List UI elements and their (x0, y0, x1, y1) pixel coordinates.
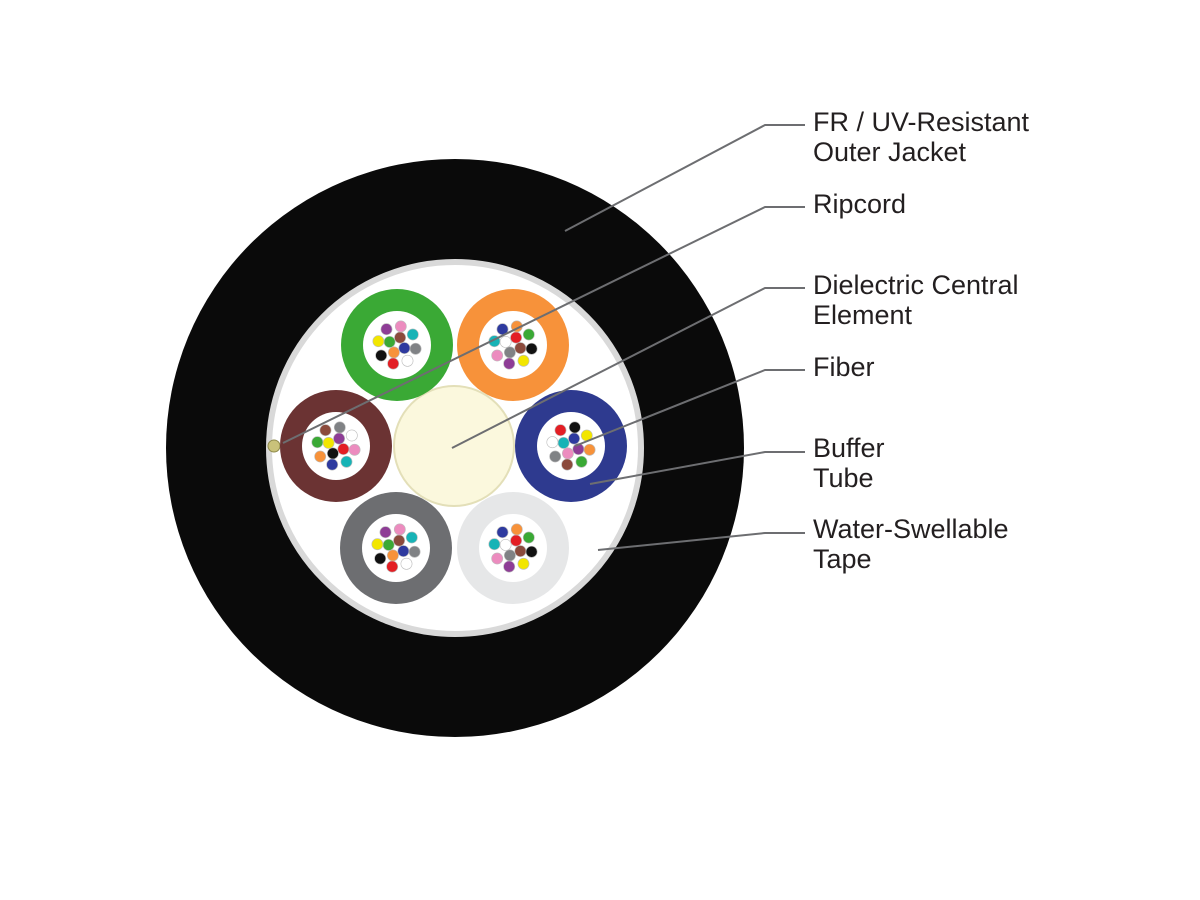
fiber (514, 545, 527, 557)
fiber (522, 531, 535, 544)
fiber (375, 349, 388, 362)
fiber (525, 342, 538, 355)
fiber (393, 523, 406, 536)
buffer-tube-gray (340, 492, 452, 604)
fiber (311, 436, 324, 449)
fiber (408, 545, 421, 558)
label-central-element: Dielectric Central Element (813, 270, 1026, 330)
fiber (386, 560, 399, 573)
fiber (409, 342, 422, 355)
fiber (326, 458, 339, 471)
fiber (562, 447, 574, 460)
leader-line-buffer (589, 451, 805, 485)
fiber (499, 539, 512, 551)
fiber (503, 560, 516, 573)
fiber (496, 526, 509, 539)
fiber (554, 424, 567, 437)
fiber (333, 421, 346, 434)
fiber (372, 335, 385, 348)
fiber (400, 557, 413, 570)
leader-line-jacket (564, 124, 805, 232)
fiber (491, 349, 504, 362)
fiber (314, 450, 327, 463)
fiber (382, 539, 395, 551)
label-fiber: Fiber (813, 352, 875, 382)
fiber (406, 328, 419, 341)
fiber (488, 538, 501, 551)
fiber (517, 354, 530, 367)
fiber (517, 557, 530, 570)
fiber (568, 432, 580, 445)
fiber (568, 421, 581, 434)
label-ripcord: Ripcord (813, 189, 906, 219)
fiber (491, 552, 504, 565)
fiber (379, 526, 392, 539)
fiber (549, 450, 562, 463)
fiber (345, 429, 358, 442)
label-buffer-tube: Buffer Tube (813, 433, 892, 493)
fiber (322, 436, 335, 449)
fiber (522, 328, 535, 341)
fiber (510, 523, 523, 536)
fiber (503, 357, 516, 370)
fiber (557, 436, 570, 449)
label-outer-jacket: FR / UV-Resistant Outer Jacket (813, 107, 1037, 167)
fiber (386, 549, 399, 562)
buffer-tube-blue (515, 390, 627, 502)
fiber (405, 531, 418, 544)
fiber (387, 357, 400, 370)
label-water-swellable-tape: Water-Swellable Tape (813, 514, 1016, 574)
fiber (561, 458, 574, 471)
fiber (394, 320, 407, 333)
fiber (503, 549, 516, 562)
fiber (499, 335, 512, 348)
buffer-tube-orange (457, 289, 569, 401)
buffer-tube-white (457, 492, 569, 604)
buffer-tube-brown (280, 390, 392, 502)
buffer-tube-green (341, 289, 453, 401)
fiber (326, 447, 339, 460)
fiber (514, 342, 527, 354)
fiber (397, 545, 410, 557)
fiber (401, 354, 414, 367)
fiber (510, 534, 522, 547)
fiber (503, 346, 516, 359)
leader-line-tape (597, 532, 805, 551)
fiber (380, 323, 393, 336)
fiber (348, 443, 361, 456)
fiber (394, 331, 406, 344)
fiber (583, 443, 596, 456)
fiber (333, 432, 345, 445)
fiber (319, 424, 332, 437)
fiber (383, 335, 396, 348)
leader-line-central (451, 287, 805, 449)
ripcord (267, 439, 281, 453)
fiber (374, 552, 387, 565)
fiber (340, 455, 353, 468)
leader-line-ripcord (282, 206, 805, 444)
fiber (337, 443, 350, 455)
fiber (398, 342, 411, 354)
fiber (525, 545, 538, 558)
leader-line-fiber (574, 369, 805, 447)
fiber (510, 331, 522, 344)
fiber (546, 436, 559, 449)
fiber (387, 346, 400, 359)
fiber (575, 455, 588, 468)
fiber (371, 538, 384, 551)
fiber (393, 534, 405, 547)
